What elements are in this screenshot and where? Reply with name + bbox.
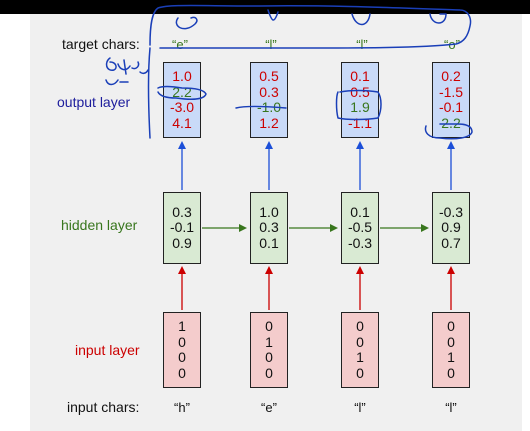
input-char: “l” xyxy=(445,400,457,415)
input-value: 0 xyxy=(178,349,186,365)
input-vector: 1 0 0 0 xyxy=(163,312,201,388)
hidden-value: 0.1 xyxy=(350,203,370,220)
output-value: 1.0 xyxy=(172,68,192,84)
output-value: 0.5 xyxy=(259,68,279,84)
input-value: 0 xyxy=(447,318,455,334)
output-value: 0.1 xyxy=(350,68,370,84)
input-value: 0 xyxy=(356,364,364,381)
hidden-value: 0.3 xyxy=(259,219,279,236)
output-value: 0.3 xyxy=(259,83,279,100)
hidden-vector: 0.3 -0.1 0.9 xyxy=(163,192,201,264)
output-value: -1.5 xyxy=(438,83,464,100)
input-value: 0 xyxy=(178,364,186,381)
input-layer-label: input layer xyxy=(75,342,140,358)
input-value: 0 xyxy=(356,318,364,334)
output-value-correct: 2.2 xyxy=(441,114,461,131)
target-char: “l” xyxy=(265,37,277,52)
input-value: 0 xyxy=(356,333,364,350)
output-value: 0.5 xyxy=(350,83,370,100)
hidden-vector: 0.1 -0.5 -0.3 xyxy=(341,192,379,264)
input-value: 1 xyxy=(356,349,364,365)
output-vector: 0.2 -1.5 -0.1 2.2 xyxy=(432,62,470,138)
output-value: 1.2 xyxy=(259,114,279,131)
input-vector: 0 1 0 0 xyxy=(250,312,288,388)
input-char: “e” xyxy=(261,400,277,415)
hidden-value: -0.3 xyxy=(347,234,373,251)
hidden-value: 0.9 xyxy=(441,219,461,236)
output-value: 0.2 xyxy=(441,68,461,84)
hidden-value: 0.7 xyxy=(441,234,461,251)
target-chars-label: target chars: xyxy=(62,36,140,52)
handwritten-annotations xyxy=(105,4,473,140)
input-value: 1 xyxy=(178,318,186,334)
output-layer-label: output layer xyxy=(57,94,131,110)
input-value: 1 xyxy=(447,349,455,365)
output-vector: 1.0 2.2 -3.0 4.1 xyxy=(163,62,201,138)
input-chars-label: input chars: xyxy=(67,399,140,415)
output-value: -0.1 xyxy=(438,99,464,115)
hidden-value: -0.3 xyxy=(438,203,464,220)
input-vector: 0 0 1 0 xyxy=(341,312,379,388)
hidden-vector: -0.3 0.9 0.7 xyxy=(432,192,470,264)
hidden-vector: 1.0 0.3 0.1 xyxy=(250,192,288,264)
input-value: 0 xyxy=(447,364,455,381)
output-value: -3.0 xyxy=(169,99,195,115)
hidden-value: 0.9 xyxy=(172,234,192,251)
hidden-value: 1.0 xyxy=(259,203,279,220)
hidden-value: 0.3 xyxy=(172,203,192,220)
output-value-correct: 1.9 xyxy=(350,99,370,115)
target-char: “l” xyxy=(356,37,368,52)
top-black-bar xyxy=(0,0,530,14)
hidden-layer-label: hidden layer xyxy=(61,217,138,233)
input-vector: 0 0 1 0 xyxy=(432,312,470,388)
hidden-value: 0.1 xyxy=(259,234,279,251)
input-value: 0 xyxy=(265,318,273,334)
input-char: “h” xyxy=(174,400,190,415)
input-value: 0 xyxy=(178,333,186,350)
input-char: “l” xyxy=(354,400,366,415)
output-value: 4.1 xyxy=(172,114,192,131)
input-value: 0 xyxy=(265,349,273,365)
output-vector: 0.1 0.5 1.9 -1.1 xyxy=(341,62,379,138)
hidden-value: -0.5 xyxy=(347,219,373,236)
input-value: 0 xyxy=(265,364,273,381)
input-value: 0 xyxy=(447,333,455,350)
hidden-value: -0.1 xyxy=(169,219,195,236)
input-value: 1 xyxy=(265,333,273,350)
